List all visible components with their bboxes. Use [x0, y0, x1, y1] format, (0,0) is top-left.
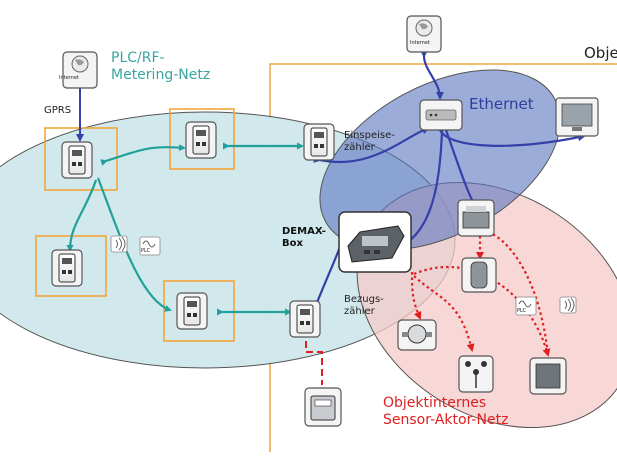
radio-waves-icon-left [110, 235, 128, 253]
monitor-icon [555, 97, 599, 137]
plc-badge-label-left: PLC [141, 248, 151, 254]
demax-label: DEMAX- Box [282, 226, 326, 250]
bezugs-label-line1: Bezugs- [344, 294, 384, 305]
plc-signal-icon-right [515, 296, 537, 316]
frame-meter-top [169, 108, 235, 170]
link-router-einspeise [313, 126, 430, 164]
bezugs-label-line2: zähler [344, 306, 375, 317]
heat-pump-icon [457, 199, 495, 237]
storage-tank-icon [461, 257, 497, 293]
plc-network-title: PLC/RF- Metering-Netz [111, 50, 210, 84]
radio-waves-icon-right [559, 296, 577, 314]
sensor-network-title-line1: Objektinternes [383, 395, 487, 411]
sensor-network-title-line2: Sensor-Aktor-Netz [383, 412, 509, 428]
plc-signal-icon-left [139, 236, 161, 256]
meters-group [51, 121, 335, 338]
gas-meter-icon [304, 387, 342, 427]
gprs-label: GPRS [44, 105, 72, 116]
cabinet-icon [529, 357, 567, 395]
link-device-cabinet [487, 230, 550, 356]
ethernet-title: Ethernet [469, 95, 534, 113]
demax-label-line2: Box [282, 238, 303, 249]
meter-top-icon [185, 121, 217, 159]
einspeise-label: Einspeise- zähler [344, 130, 395, 154]
internet-label-right: Internet [410, 40, 430, 46]
sensor-network-title: Objektinternes Sensor-Aktor-Netz [383, 395, 508, 429]
meter-left-icon [51, 249, 83, 287]
demax-box-icon [338, 211, 412, 273]
meter-bottom-icon [176, 292, 208, 330]
link-demax-water [410, 271, 422, 320]
plc-links [66, 142, 304, 316]
objekt-header: Obje [584, 44, 617, 62]
meter-einspeise-icon [303, 123, 335, 161]
link-gprs-top [100, 144, 186, 166]
link-bezugs-gas [305, 330, 323, 385]
demax-label-line1: DEMAX- [282, 226, 326, 237]
plc-network-title-line2: Metering-Netz [111, 67, 211, 83]
link-gprs-bottom [96, 177, 172, 312]
router-icon [419, 99, 463, 131]
plc-badge-label-right: PLC [517, 308, 527, 314]
meter-gprs-icon [61, 141, 93, 179]
internet-icon-right [406, 15, 442, 53]
bezugs-label: Bezugs- zähler [344, 294, 384, 318]
plc-network-title-line1: PLC/RF- [111, 50, 165, 66]
meter-bezugs-icon [289, 300, 321, 338]
link-gprs-left [66, 179, 98, 252]
water-meter-icon [397, 319, 437, 351]
link-router-monitor [439, 129, 586, 147]
internet-label-left: Internet [59, 75, 79, 81]
internet-icon-left [62, 51, 98, 89]
link-router-internet [419, 49, 444, 100]
einspeise-label-line2: zähler [344, 142, 375, 153]
einspeise-label-line1: Einspeise- [344, 130, 395, 141]
anemometer-icon [458, 355, 494, 393]
